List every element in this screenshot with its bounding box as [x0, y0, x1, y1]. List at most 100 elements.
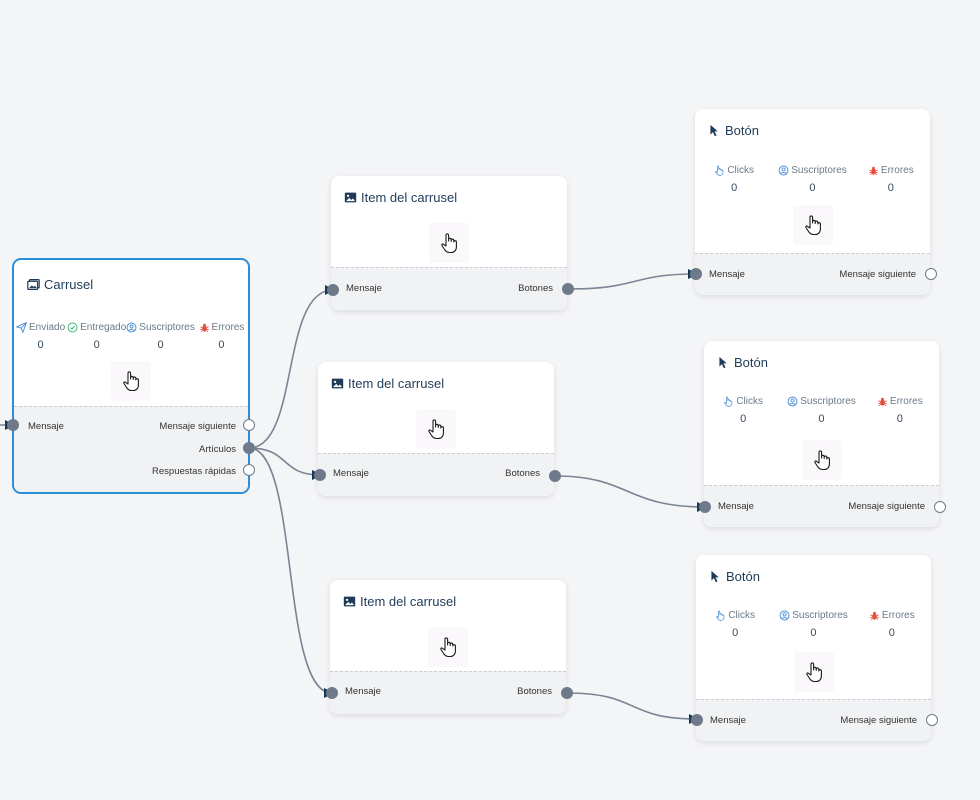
stat-value: 0: [809, 182, 816, 194]
stat-clicks: Clicks 0: [696, 610, 774, 639]
carrusel-title: Carrusel: [27, 277, 93, 292]
click-target[interactable]: [801, 440, 842, 480]
stat-value: 0: [732, 627, 739, 639]
port-label-mensaje-siguiente: Mensaje siguiente: [839, 269, 916, 280]
item-ports: Mensaje Botones: [318, 453, 554, 496]
button-stats: Clicks 0 Suscriptores 0 Errores 0: [696, 610, 931, 639]
paper-plane-icon: [16, 322, 27, 333]
click-target[interactable]: [428, 627, 468, 667]
bug-icon: [199, 323, 209, 332]
button-title: Botón: [717, 355, 768, 370]
button-ports: Mensaje Mensaje siguiente: [696, 699, 931, 741]
image-icon: [331, 378, 344, 389]
stat-enviado: Enviado 0: [14, 322, 67, 351]
port-label-mensaje-siguiente: Mensaje siguiente: [840, 715, 917, 726]
bug-icon: [878, 397, 887, 406]
item2-in-port[interactable]: [314, 469, 326, 481]
bug-icon: [870, 611, 879, 620]
button2-out-port[interactable]: [934, 501, 946, 513]
user-circle-icon: [778, 165, 789, 176]
stat-value: 0: [887, 182, 894, 194]
bug-icon: [869, 166, 878, 175]
port-label-mensaje: Mensaje: [28, 421, 64, 432]
edge-articulos-item2[interactable]: [248, 447, 322, 480]
stat-entregado: Entregado 0: [67, 322, 126, 351]
button-ports: Mensaje Mensaje siguiente: [704, 485, 939, 527]
carousel-item-node-2[interactable]: Item del carrusel Mensaje Botones: [318, 362, 554, 496]
stat-suscriptores: Suscriptores 0: [782, 396, 860, 425]
port-label-botones: Botones: [505, 468, 540, 479]
button-node-1[interactable]: Botón Clicks 0 Suscriptores 0 Errores 0 …: [695, 109, 930, 295]
stat-value: 0: [218, 339, 225, 351]
item-ports: Mensaje Botones: [331, 267, 567, 310]
item1-in-port[interactable]: [327, 284, 339, 296]
carrusel-in-port[interactable]: [7, 419, 19, 431]
button-title: Botón: [709, 569, 760, 584]
item-title: Item del carrusel: [344, 190, 457, 205]
stat-suscriptores: Suscriptores 0: [774, 610, 852, 639]
image-icon: [343, 596, 356, 607]
check-circle-icon: [67, 322, 78, 333]
stat-errores: Errores 0: [195, 322, 248, 351]
port-label-mensaje: Mensaje: [333, 468, 369, 479]
port-label-mensaje: Mensaje: [710, 715, 746, 726]
pointer-icon: [716, 610, 725, 621]
stat-value: 0: [731, 182, 738, 194]
item-title: Item del carrusel: [331, 376, 444, 391]
port-label-articulos: Artículos: [199, 444, 236, 455]
click-target[interactable]: [416, 409, 456, 449]
carousel-item-node-3[interactable]: Item del carrusel Mensaje Botones: [330, 580, 566, 714]
image-icon: [344, 192, 357, 203]
port-label-botones: Botones: [518, 283, 553, 294]
port-label-respuestas-rapidas: Respuestas rápidas: [152, 466, 236, 477]
carrusel-out-port-articulos[interactable]: [243, 442, 255, 454]
click-target[interactable]: [429, 223, 469, 263]
port-label-botones: Botones: [517, 686, 552, 697]
pointer-icon: [715, 165, 724, 176]
carrusel-out-port-respuestas-rapidas[interactable]: [243, 464, 255, 476]
stat-value: 0: [810, 627, 817, 639]
hand-pointer-icon: [123, 371, 139, 392]
button1-out-port[interactable]: [925, 268, 937, 280]
port-label-mensaje-siguiente: Mensaje siguiente: [848, 501, 925, 512]
hand-pointer-icon: [441, 233, 457, 254]
port-label-mensaje: Mensaje: [346, 283, 382, 294]
button1-in-port[interactable]: [690, 268, 702, 280]
cursor-arrow-icon: [719, 356, 727, 369]
stat-clicks: Clicks 0: [695, 165, 773, 194]
button3-out-port[interactable]: [926, 714, 938, 726]
carousel-item-node-1[interactable]: Item del carrusel Mensaje Botones: [331, 176, 567, 310]
port-label-mensaje: Mensaje: [345, 686, 381, 697]
hand-pointer-icon: [440, 637, 456, 658]
carrusel-out-port-mensaje-siguiente[interactable]: [243, 419, 255, 431]
stat-suscriptores: Suscriptores 0: [126, 322, 195, 351]
button3-in-port[interactable]: [691, 714, 703, 726]
stat-suscriptores: Suscriptores 0: [773, 165, 851, 194]
stat-value: 0: [888, 627, 895, 639]
button-node-3[interactable]: Botón Clicks 0 Suscriptores 0 Errores 0 …: [696, 555, 931, 741]
button-stats: Clicks 0 Suscriptores 0 Errores 0: [704, 396, 939, 425]
stat-value: 0: [37, 339, 44, 351]
edge-item3-button3[interactable]: [566, 692, 699, 724]
edge-item2-button2[interactable]: [554, 475, 707, 512]
gallery-icon: [27, 279, 40, 290]
item3-in-port[interactable]: [326, 687, 338, 699]
stat-clicks: Clicks 0: [704, 396, 782, 425]
item1-out-port[interactable]: [562, 283, 574, 295]
pointer-icon: [724, 396, 733, 407]
carrusel-title-text: Carrusel: [44, 277, 94, 292]
carrusel-node[interactable]: Carrusel Enviado 0 Entregado 0 Suscripto…: [12, 258, 250, 494]
hand-pointer-icon: [428, 419, 444, 440]
hand-pointer-icon: [804, 215, 821, 236]
port-label-mensaje: Mensaje: [718, 501, 754, 512]
item3-out-port[interactable]: [561, 687, 573, 699]
button2-in-port[interactable]: [699, 501, 711, 513]
click-target[interactable]: [111, 361, 151, 401]
click-target[interactable]: [793, 652, 834, 692]
item2-out-port[interactable]: [549, 470, 561, 482]
edge-item1-button1[interactable]: [567, 269, 698, 290]
user-circle-icon: [779, 610, 790, 621]
port-label-mensaje-siguiente: Mensaje siguiente: [159, 421, 236, 432]
click-target[interactable]: [792, 205, 833, 245]
button-node-2[interactable]: Botón Clicks 0 Suscriptores 0 Errores 0 …: [704, 341, 939, 527]
